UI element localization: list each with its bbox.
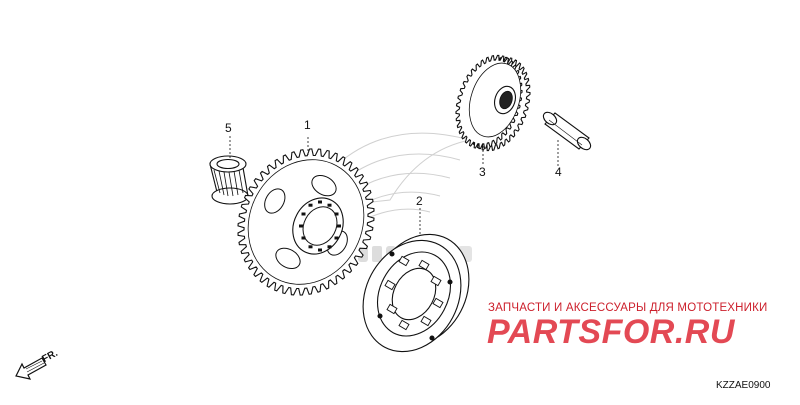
leader-lines — [229, 136, 559, 236]
watermark-tagline: ЗАПЧАСТИ И АКСЕССУАРЫ ДЛЯ МОТОТЕХНИКИ — [488, 302, 768, 314]
spline-tooth — [301, 212, 306, 216]
spline-tooth — [301, 236, 306, 240]
spline-tooth — [334, 236, 339, 240]
spline-tooth — [337, 224, 341, 228]
needle-bearing-part — [209, 155, 249, 205]
callout-2: 2 — [416, 194, 423, 208]
spline-tooth — [299, 224, 303, 228]
gear-window — [264, 188, 286, 214]
front-direction-arrow-icon — [15, 357, 47, 380]
idle-gear-shaft-part — [542, 111, 592, 151]
diagram-code: KZZAE0900 — [716, 380, 771, 391]
spline-tooth — [327, 203, 332, 207]
callout-3: 3 — [479, 165, 486, 179]
spline-tooth — [334, 212, 339, 216]
spline-tooth — [308, 245, 313, 249]
callout-4: 4 — [555, 165, 562, 179]
spline-tooth — [318, 200, 322, 204]
spline-tooth — [318, 248, 322, 252]
callout-1: 1 — [304, 118, 311, 132]
spline-tooth — [327, 245, 332, 249]
starter-driven-gear-part — [237, 148, 375, 296]
idle-gear-part — [455, 54, 531, 152]
starter-clutch-part — [362, 233, 470, 353]
callout-5: 5 — [225, 121, 232, 135]
watermark-brand: PARTSFOR.RU — [487, 313, 735, 351]
gear-window — [275, 247, 301, 270]
gear-window — [311, 174, 337, 197]
spline-tooth — [308, 203, 313, 207]
